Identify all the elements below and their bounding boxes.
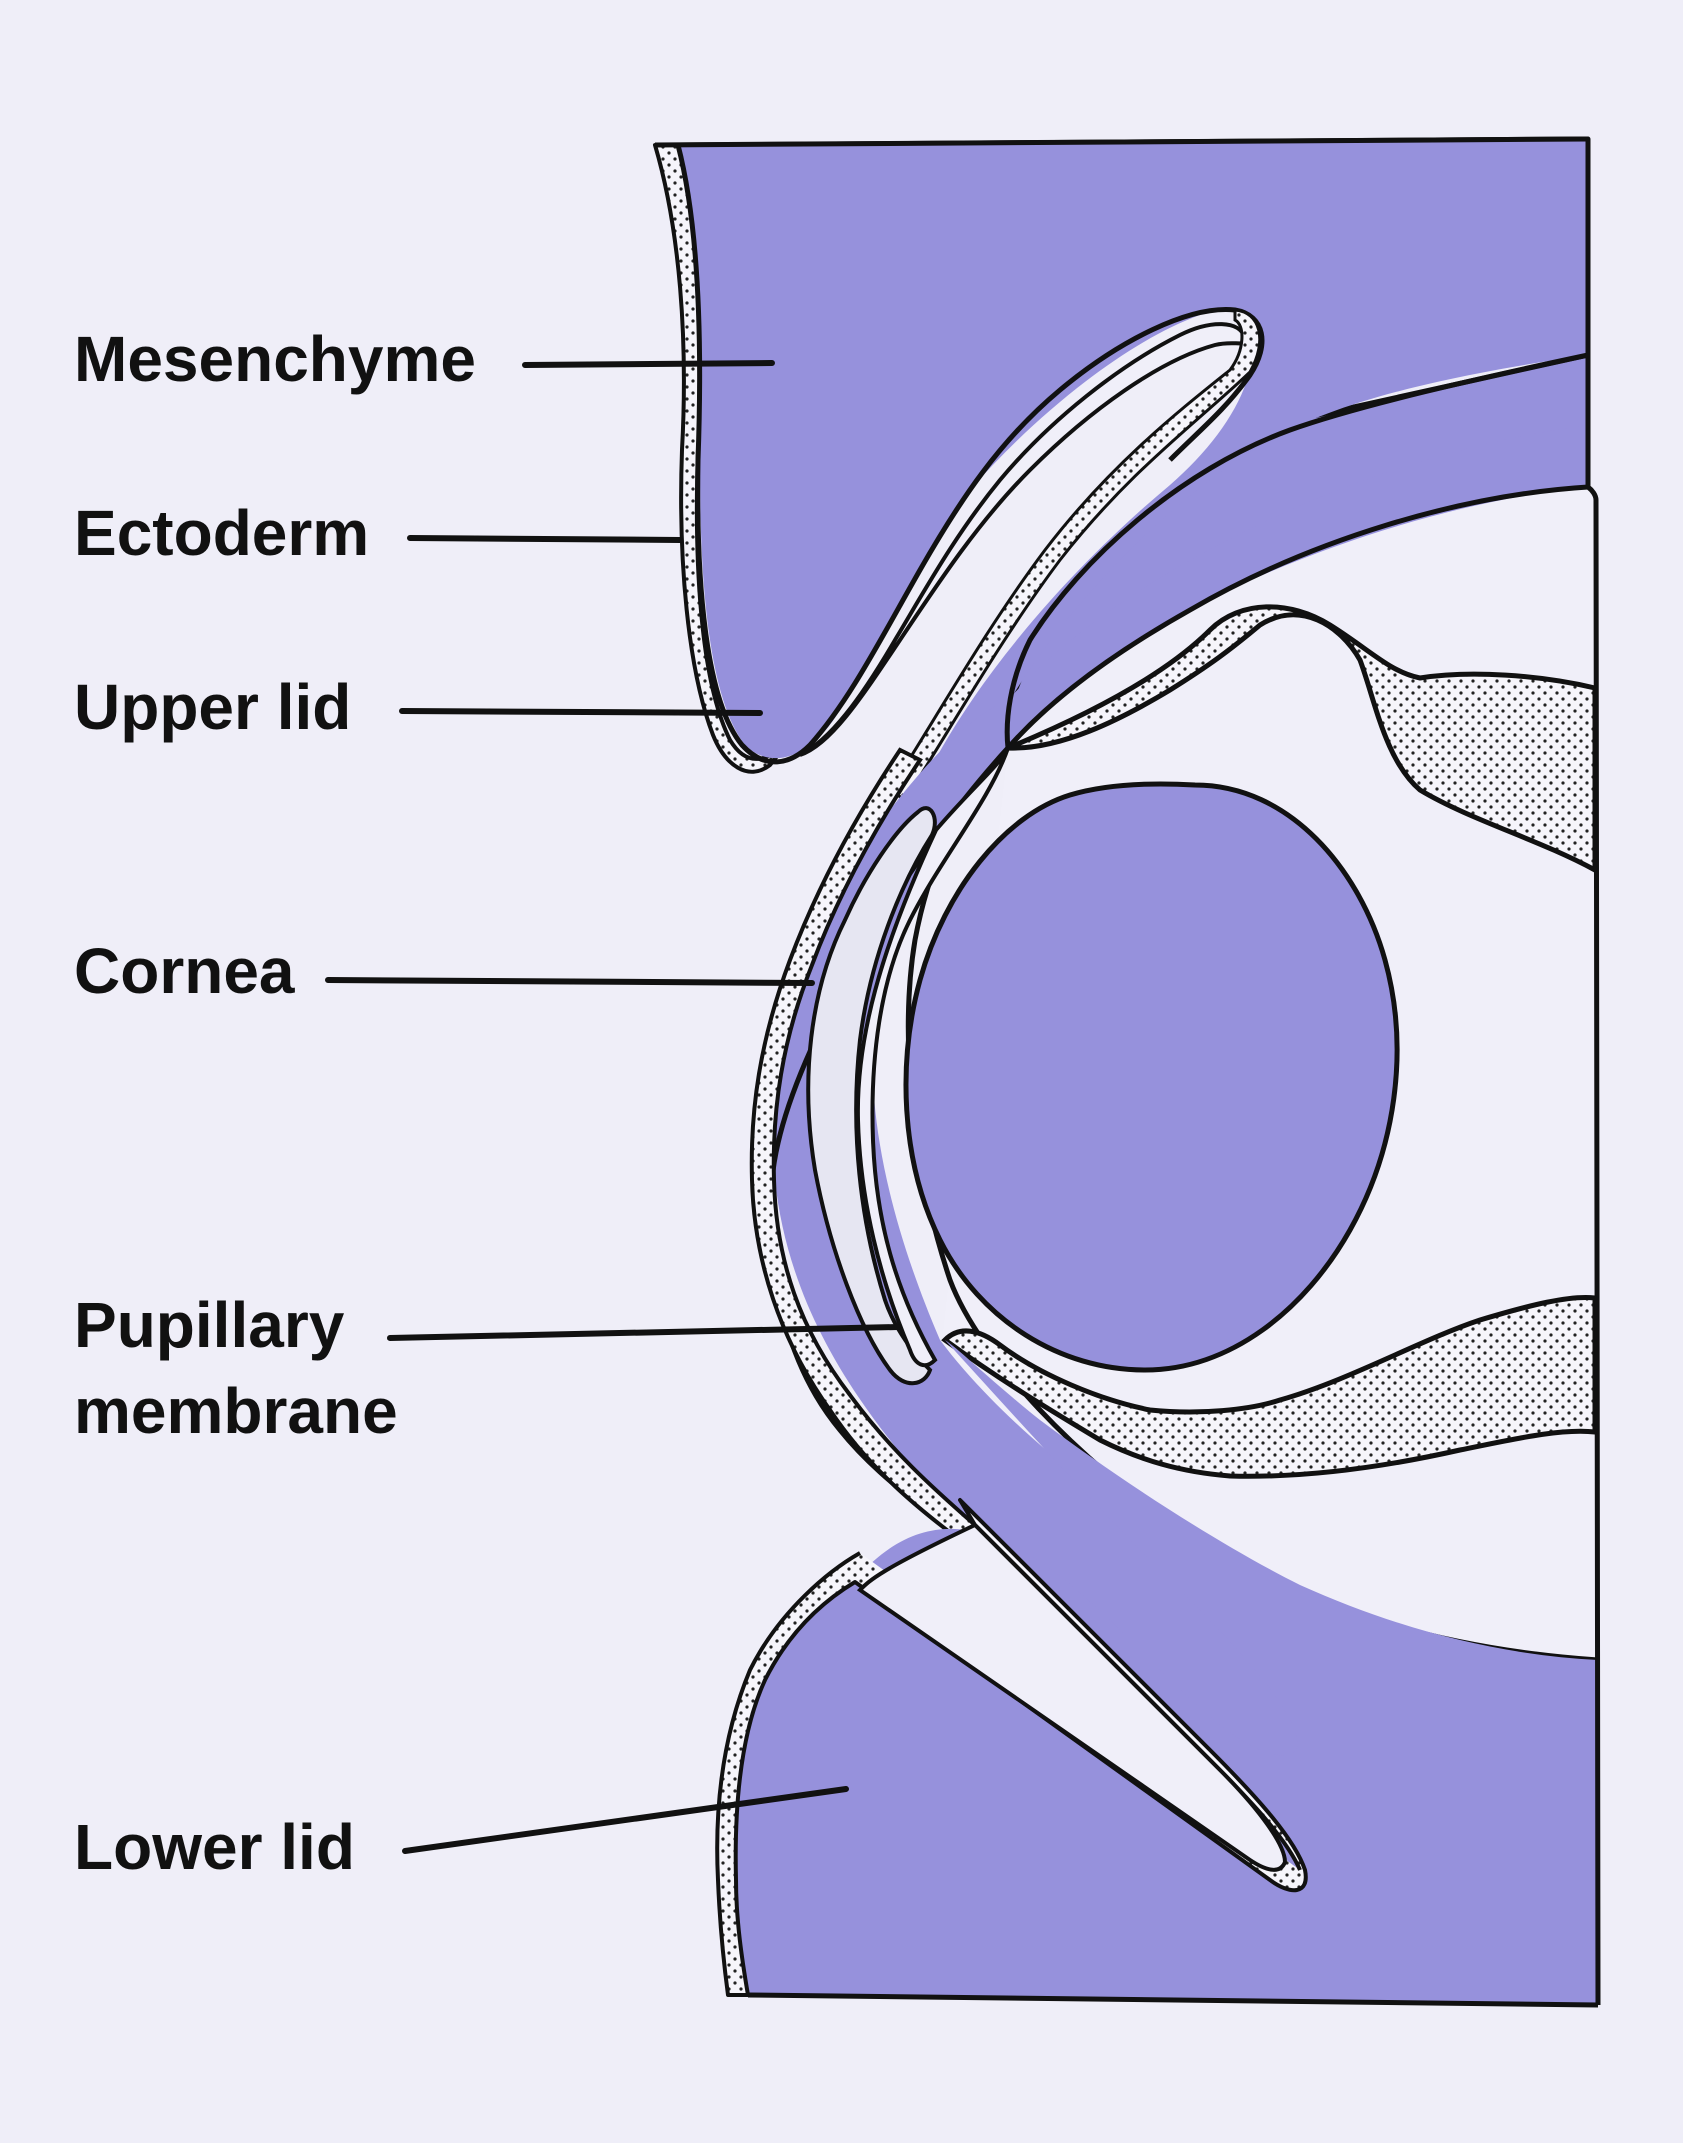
cornea-space xyxy=(806,806,937,1386)
top-edge xyxy=(654,136,1589,148)
ectoderm-leader xyxy=(407,535,683,543)
label-upper-lid: Upper lid xyxy=(74,671,352,743)
label-cornea: Cornea xyxy=(74,935,295,1007)
lower-retina-layer xyxy=(941,1294,1598,1479)
label-lower-lid: Lower lid xyxy=(74,1811,355,1883)
label-pupillary-membrane-line2: membrane xyxy=(74,1375,398,1447)
lower-lid-mesenchyme xyxy=(734,1340,1598,2005)
anterior-chamber xyxy=(855,747,1010,1368)
cornea-leader xyxy=(325,977,815,986)
upper-inner-curve xyxy=(1004,352,1589,749)
label-ectoderm: Ectoderm xyxy=(74,497,370,569)
bottom-edge xyxy=(747,1992,1599,2008)
lower-lid-leader xyxy=(402,1786,849,1854)
pupillary-membrane-leader xyxy=(387,1324,901,1341)
eye-cup-mesenchyme xyxy=(730,355,1598,2005)
right-edge xyxy=(1585,139,1601,2006)
label-pupillary-membrane-line1: Pupillary xyxy=(74,1289,345,1361)
lens xyxy=(903,781,1400,1373)
mesenchyme-leader xyxy=(522,360,775,368)
label-mesenchyme: Mesenchyme xyxy=(74,323,476,395)
upper-retina-layer xyxy=(1007,604,1598,875)
lower-conjunctival-sac xyxy=(856,1522,1288,1872)
upper-conjunctival-sac xyxy=(799,322,1248,757)
upper-lid-leader xyxy=(399,708,763,716)
